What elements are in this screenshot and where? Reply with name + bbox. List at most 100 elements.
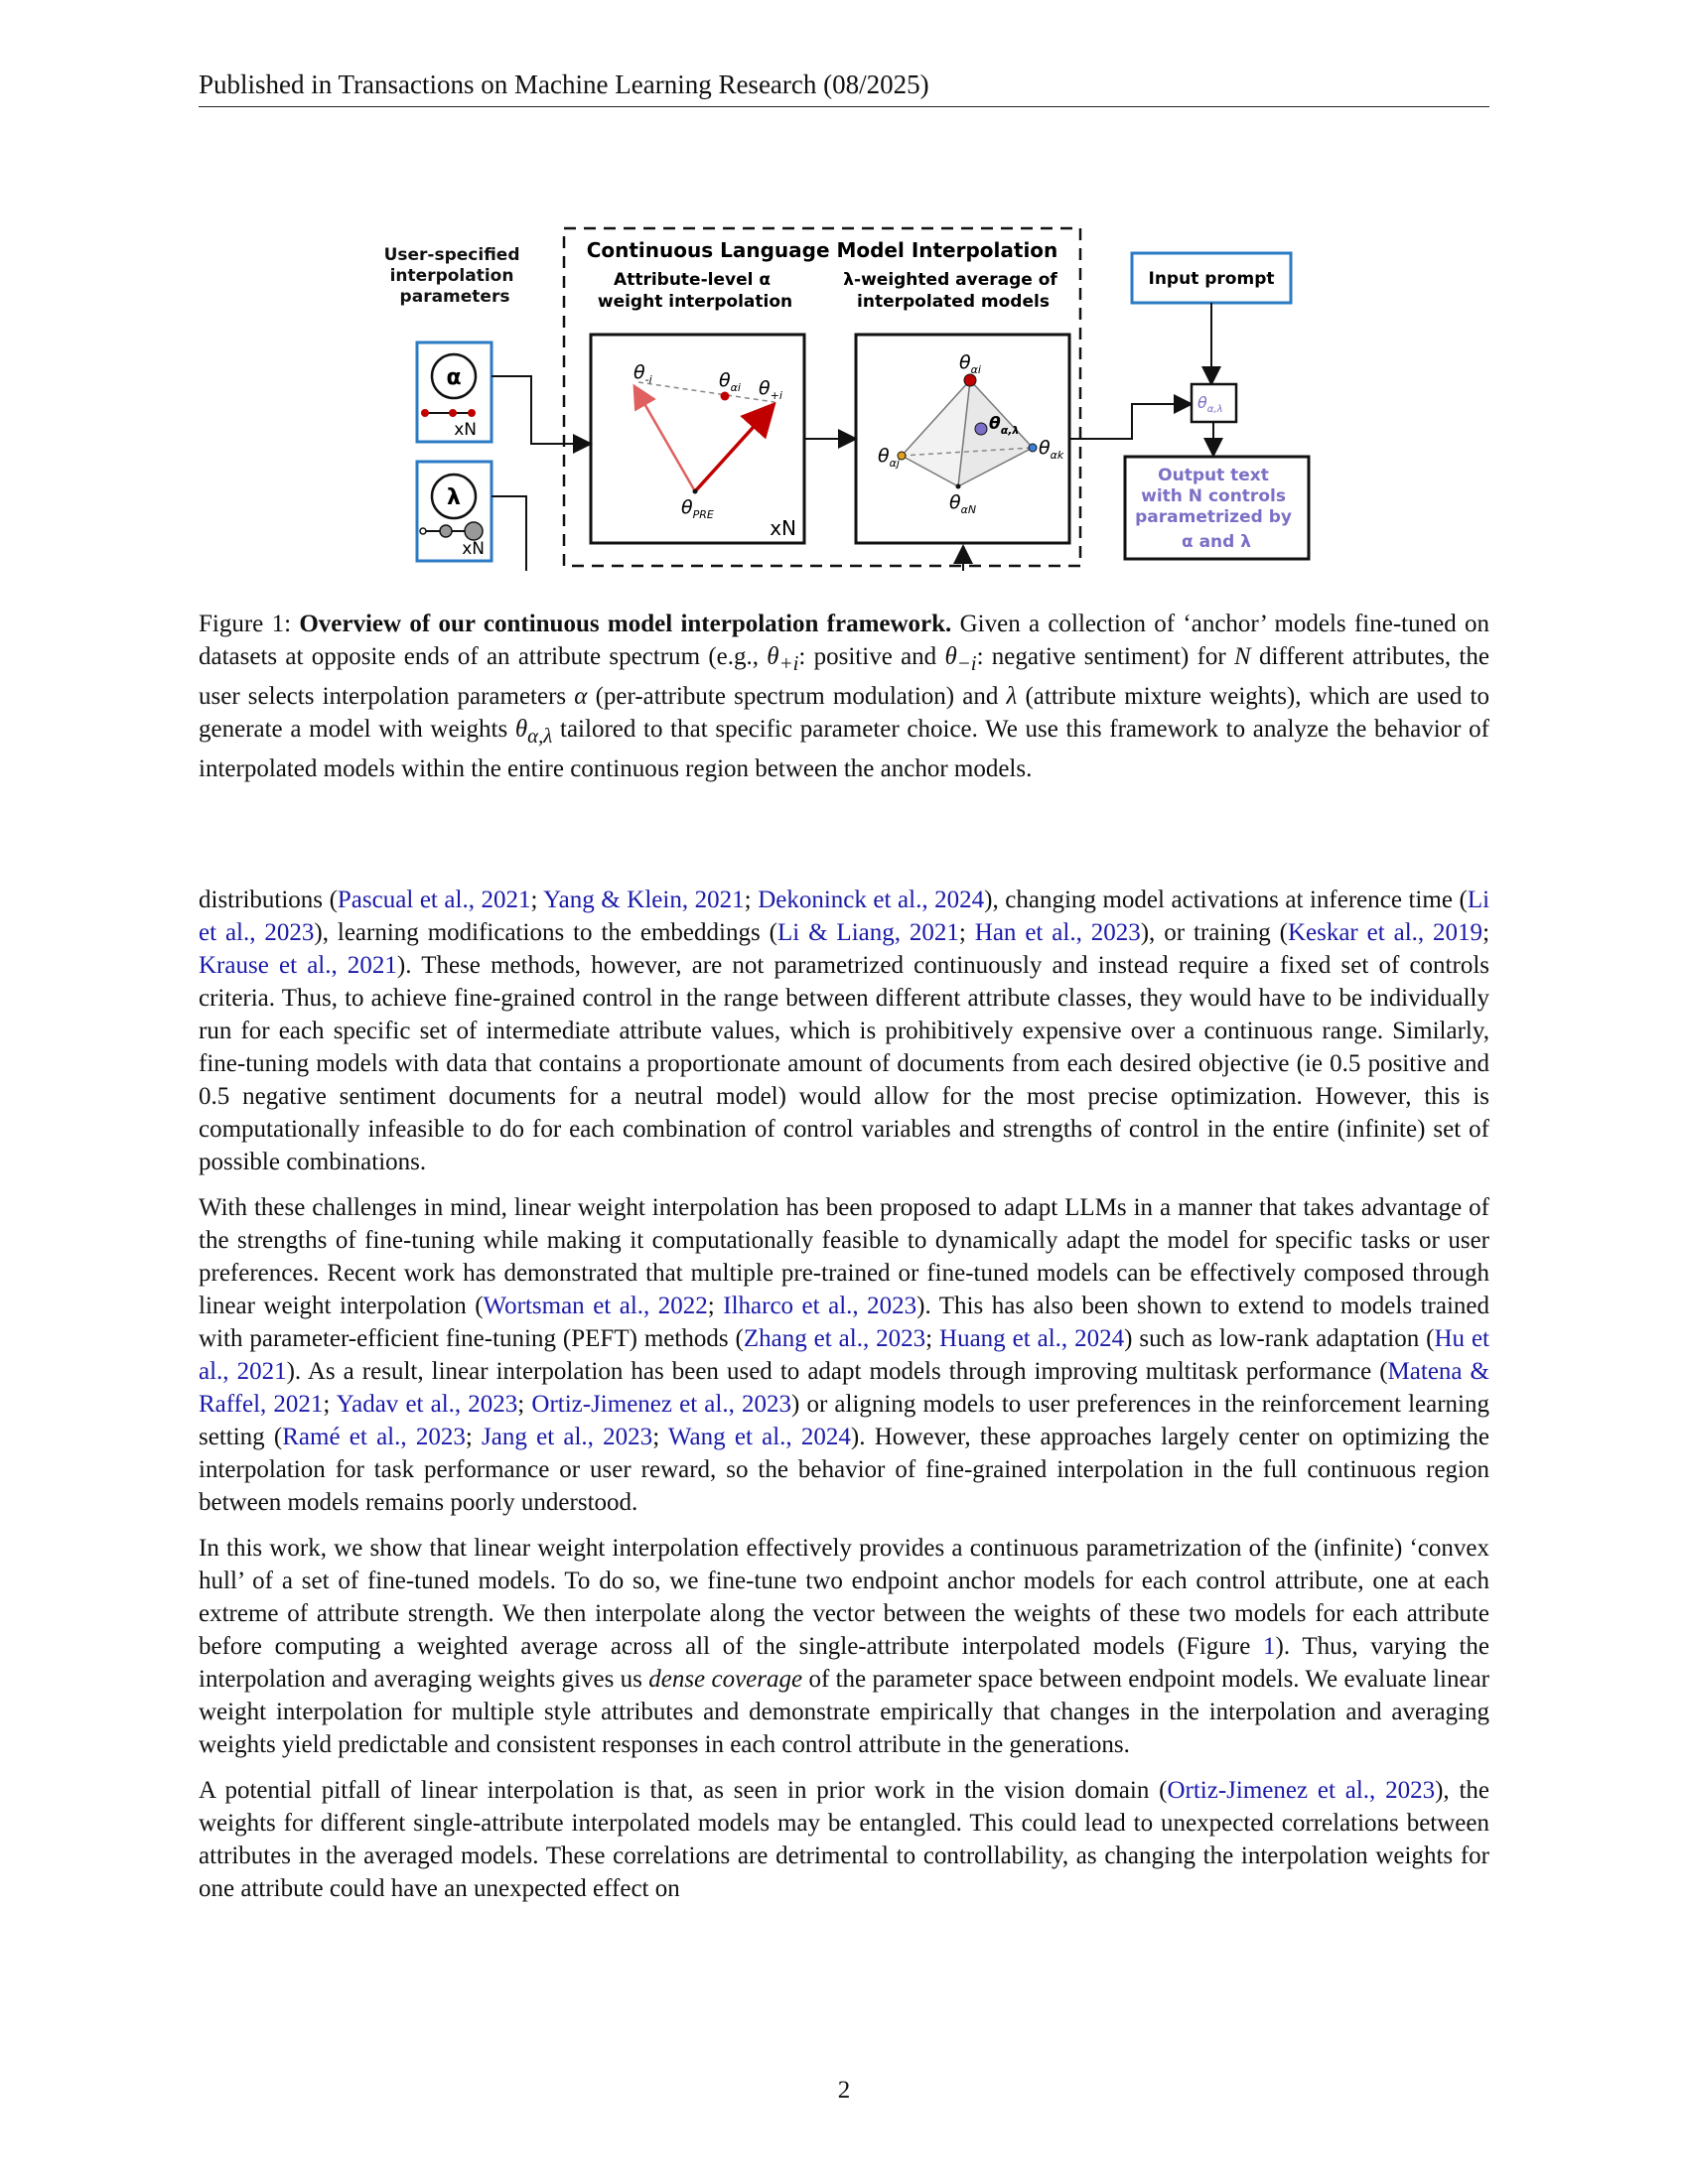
p1-text-e: ), learning modifications to the embeddi… [314,919,777,946]
citation-link[interactable]: Matena & Raffel, 2021 [199,1358,1489,1418]
p1-text-a: distributions ( [199,887,338,913]
arrow-pre-to-plus [693,401,776,493]
citation-link[interactable]: Han et al., 2023 [974,919,1141,946]
lambda-xn: xN [462,539,485,559]
figure-diagram: User-specified interpolation parameters … [384,226,1311,571]
edge-left-bottom [901,455,959,487]
arrow-avg-to-model [1069,394,1194,440]
arrow-pre-to-minus [633,383,697,492]
vertex-bottom [955,483,961,489]
alpha-box [415,341,493,444]
theta-out-sub: α,λ [1207,404,1223,415]
caption-theta-plus: θ [767,643,779,670]
theta-alpha-dot [720,391,730,401]
citation-link[interactable]: Wang et al., 2024 [667,1424,851,1450]
paragraph-3: In this work, we show that linear weight… [199,1532,1489,1761]
citation-link[interactable]: Ramé et al., 2023 [282,1424,466,1450]
alpha-slider-left [421,409,429,417]
p2-text-f: ). As a result, linear interpolation has… [286,1358,1388,1385]
caption-theta-al: θ [514,716,528,743]
caption-theta-plus-sub: +i [778,651,799,675]
svg-text:θα,λ: θα,λ [1197,393,1223,415]
citation-link[interactable]: Li et al., 2023 [199,887,1490,946]
caption-text-3: : negative sentiment) for [976,643,1235,670]
output-text-2: with N controls [1141,486,1286,506]
svg-text:θα,λ: θα,λ [989,414,1019,437]
lambda-circle [430,473,478,520]
citation-link[interactable]: Ilharco et al., 2023 [723,1293,917,1319]
output-text-1: Output text [1158,466,1269,485]
p2-text-a: With these challenges in mind, linear we… [199,1194,1489,1319]
alpha-slider-mid [449,409,457,417]
theta-pre: θ [681,496,693,518]
lambda-slider-small [419,527,427,535]
theta-al: θ [989,414,1001,434]
theta-right: θ [1039,437,1051,459]
citation-link[interactable]: Hu et al., 2021 [199,1325,1490,1385]
p2-text-h: ; [517,1391,532,1418]
theta-al-point [974,422,988,436]
theta-bottom-sub: αN [961,503,976,516]
theta-bottom: θ [949,491,961,513]
theta-al-sub: α,λ [1001,424,1020,437]
p4-text-a: A potential pitfall of linear interpolat… [199,1777,1168,1804]
lambda-avg-label-1: λ-weighted average of [843,270,1057,290]
p1-text-i: ). These methods, however, are not param… [199,952,1489,1175]
caption-text-5: (per-attribute spectrum modulation) and [587,683,1007,710]
citation-link[interactable]: Ortiz-Jimenez et al., 2023 [1167,1777,1436,1804]
citation-link[interactable]: Yang & Klein, 2021 [543,887,745,913]
figure-ref-link[interactable]: 1 [1263,1633,1276,1660]
p2-text-d: ; [925,1325,940,1352]
p3-emphasis: dense coverage [648,1666,803,1693]
citation-link[interactable]: Zhang et al., 2023 [743,1325,926,1352]
interp-xn: xN [770,516,796,540]
citation-link[interactable]: Dekoninck et al., 2024 [758,887,985,913]
caption-text-2: : positive and [798,643,945,670]
dashed-box-title: Continuous Language Model Interpolation [587,238,1058,262]
svg-text:Attribute-level α weight i: Attribute-level α weight interpolation [598,270,792,312]
alpha-xn: xN [454,420,477,440]
citation-link[interactable]: Wortsman et al., 2022 [483,1293,708,1319]
p1-text-d: ), changing model activations at inferen… [984,887,1468,913]
citation-link[interactable]: Keskar et al., 2019 [1287,919,1483,946]
user-params-label-1: User-specified [384,245,520,265]
paragraph-4: A potential pitfall of linear interpolat… [199,1774,1489,1905]
p2-text-i: ) or aligning models to user preferences… [199,1391,1490,1450]
edge-left-right [901,447,1034,457]
p1-text-g: ), or training ( [1140,919,1288,946]
citation-link[interactable]: Ortiz-Jimenez et al., 2023 [531,1391,791,1418]
svg-text:θαj: θαj [878,445,901,470]
theta-top: θ [959,351,971,373]
running-header: Published in Transactions on Machine Lea… [199,69,929,99]
p2-text-b: ; [707,1293,724,1319]
p3-text-b: ). Thus, varying the interpolation and a… [199,1633,1489,1693]
citation-link[interactable]: Huang et al., 2024 [939,1325,1125,1352]
citation-link[interactable]: Jang et al., 2023 [482,1424,653,1450]
vertex-right [1028,443,1038,453]
theta-left-sub: αj [890,457,901,470]
alpha-symbol: α [446,365,461,390]
citation-link[interactable]: Krause et al., 2021 [199,952,397,979]
theta-plus-i-sub: +i [771,389,782,402]
citation-link[interactable]: Pascual et al., 2021 [337,887,531,913]
citation-link[interactable]: Yadav et al., 2023 [336,1391,518,1418]
svg-text:θαi: θαi [719,369,741,394]
attr-interp-label-2: weight interpolation [598,292,792,312]
user-params-label-3: parameters [400,287,510,307]
figure-1: User-specified interpolation parameters … [357,223,1340,571]
alpha-circle [430,352,478,400]
citation-link[interactable]: Li & Liang, 2021 [776,919,959,946]
alpha-slider-right [468,409,476,417]
theta-right-sub: αk [1051,449,1064,462]
p4-text-b: ), the weights for different single-attr… [199,1777,1489,1902]
header-rule [199,106,1489,107]
output-text-3: parametrized by [1135,507,1292,527]
svg-text:θ-i: θ-i [633,361,652,386]
p2-text-e: ) such as low-rank adaptation ( [1124,1325,1435,1352]
theta-pre-sub: PRE [693,508,714,521]
edge-top-bottom [957,379,971,487]
caption-lambda: λ [1006,683,1018,710]
edge-right-bottom [957,447,1034,487]
interp-dashed-box [562,226,1082,568]
theta-alpha-i-sub: αi [731,381,741,394]
